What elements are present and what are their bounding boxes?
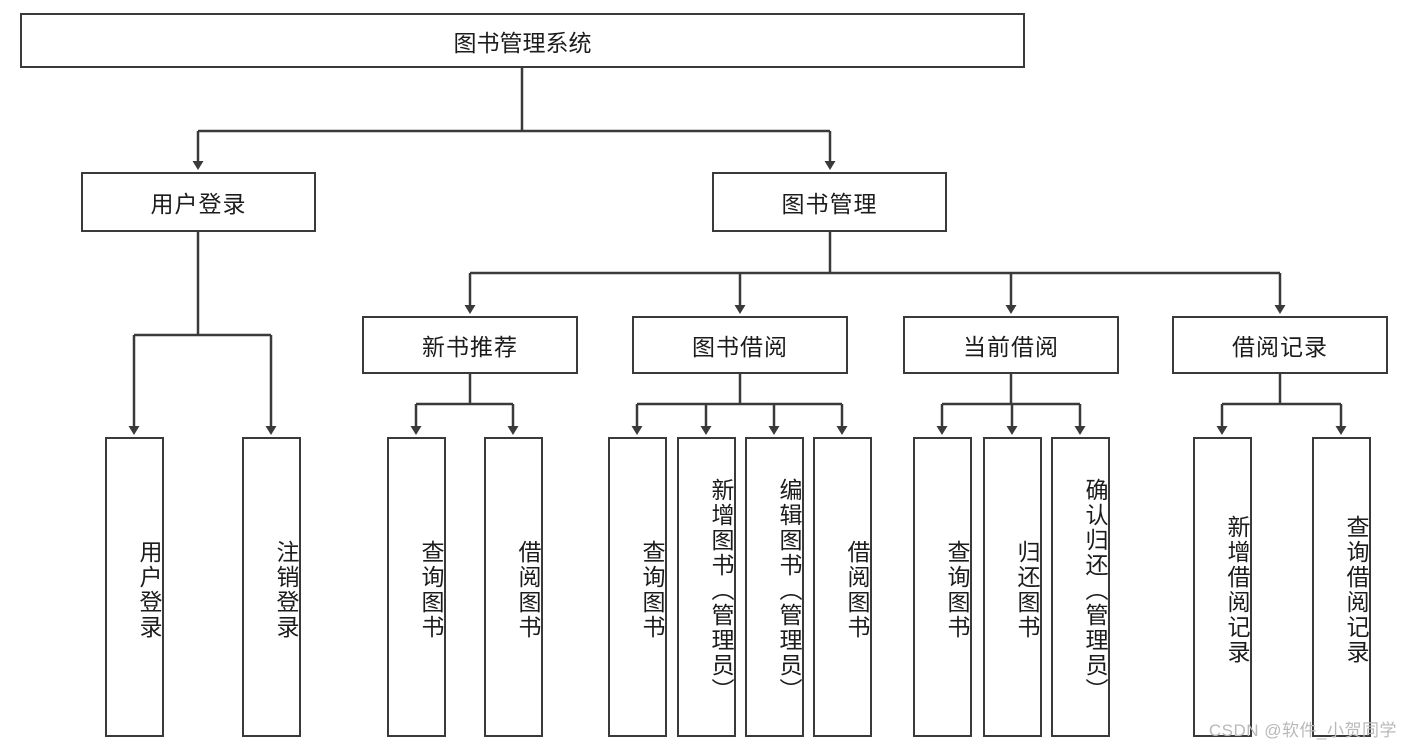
node-leaf-user-login[interactable]: 用户登录 <box>105 437 164 737</box>
node-leaf-confirm-return-label: 确认归还（管理员） <box>1082 477 1108 703</box>
node-leaf-query-record[interactable]: 查询借阅记录 <box>1312 437 1371 737</box>
node-leaf-query-book-1[interactable]: 查询图书 <box>387 437 446 737</box>
node-leaf-add-record[interactable]: 新增借阅记录 <box>1193 437 1252 737</box>
node-leaf-add-book[interactable]: 新增图书（管理员） <box>677 437 736 737</box>
node-leaf-borrow-book-2-label: 借阅图书 <box>844 540 870 640</box>
node-leaf-query-book-3[interactable]: 查询图书 <box>913 437 972 737</box>
node-leaf-query-book-2[interactable]: 查询图书 <box>608 437 667 737</box>
node-user-login-label: 用户登录 <box>150 191 247 217</box>
node-user-login[interactable]: 用户登录 <box>81 172 316 232</box>
node-leaf-add-record-label: 新增借阅记录 <box>1224 515 1250 665</box>
node-leaf-query-book-3-label: 查询图书 <box>944 540 970 640</box>
node-leaf-return-book[interactable]: 归还图书 <box>983 437 1042 737</box>
node-borrow-record[interactable]: 借阅记录 <box>1172 316 1388 374</box>
node-book-manage[interactable]: 图书管理 <box>712 172 947 232</box>
node-new-book-rec[interactable]: 新书推荐 <box>362 316 578 374</box>
node-leaf-add-book-label: 新增图书（管理员） <box>708 477 734 703</box>
node-leaf-query-book-1-label: 查询图书 <box>418 540 444 640</box>
node-leaf-logout[interactable]: 注销登录 <box>242 437 301 737</box>
node-leaf-edit-book-label: 编辑图书（管理员） <box>776 477 802 703</box>
node-book-borrow[interactable]: 图书借阅 <box>632 316 848 374</box>
node-leaf-user-login-label: 用户登录 <box>136 540 162 640</box>
node-root-label: 图书管理系统 <box>453 29 592 56</box>
node-leaf-query-book-2-label: 查询图书 <box>639 540 665 640</box>
node-leaf-return-book-label: 归还图书 <box>1014 540 1040 640</box>
node-book-borrow-label: 图书借阅 <box>692 334 788 360</box>
node-current-borrow[interactable]: 当前借阅 <box>903 316 1119 374</box>
node-leaf-borrow-book-2[interactable]: 借阅图书 <box>813 437 872 737</box>
node-new-book-rec-label: 新书推荐 <box>422 334 518 360</box>
node-borrow-record-label: 借阅记录 <box>1232 334 1328 360</box>
node-leaf-borrow-book-1[interactable]: 借阅图书 <box>484 437 543 737</box>
node-root[interactable]: 图书管理系统 <box>20 13 1025 68</box>
node-leaf-edit-book[interactable]: 编辑图书（管理员） <box>745 437 804 737</box>
node-leaf-confirm-return[interactable]: 确认归还（管理员） <box>1051 437 1110 737</box>
node-leaf-borrow-book-1-label: 借阅图书 <box>515 540 541 640</box>
node-leaf-query-record-label: 查询借阅记录 <box>1343 515 1369 665</box>
node-current-borrow-label: 当前借阅 <box>963 334 1059 360</box>
node-book-manage-label: 图书管理 <box>781 191 878 217</box>
node-leaf-logout-label: 注销登录 <box>273 540 299 640</box>
